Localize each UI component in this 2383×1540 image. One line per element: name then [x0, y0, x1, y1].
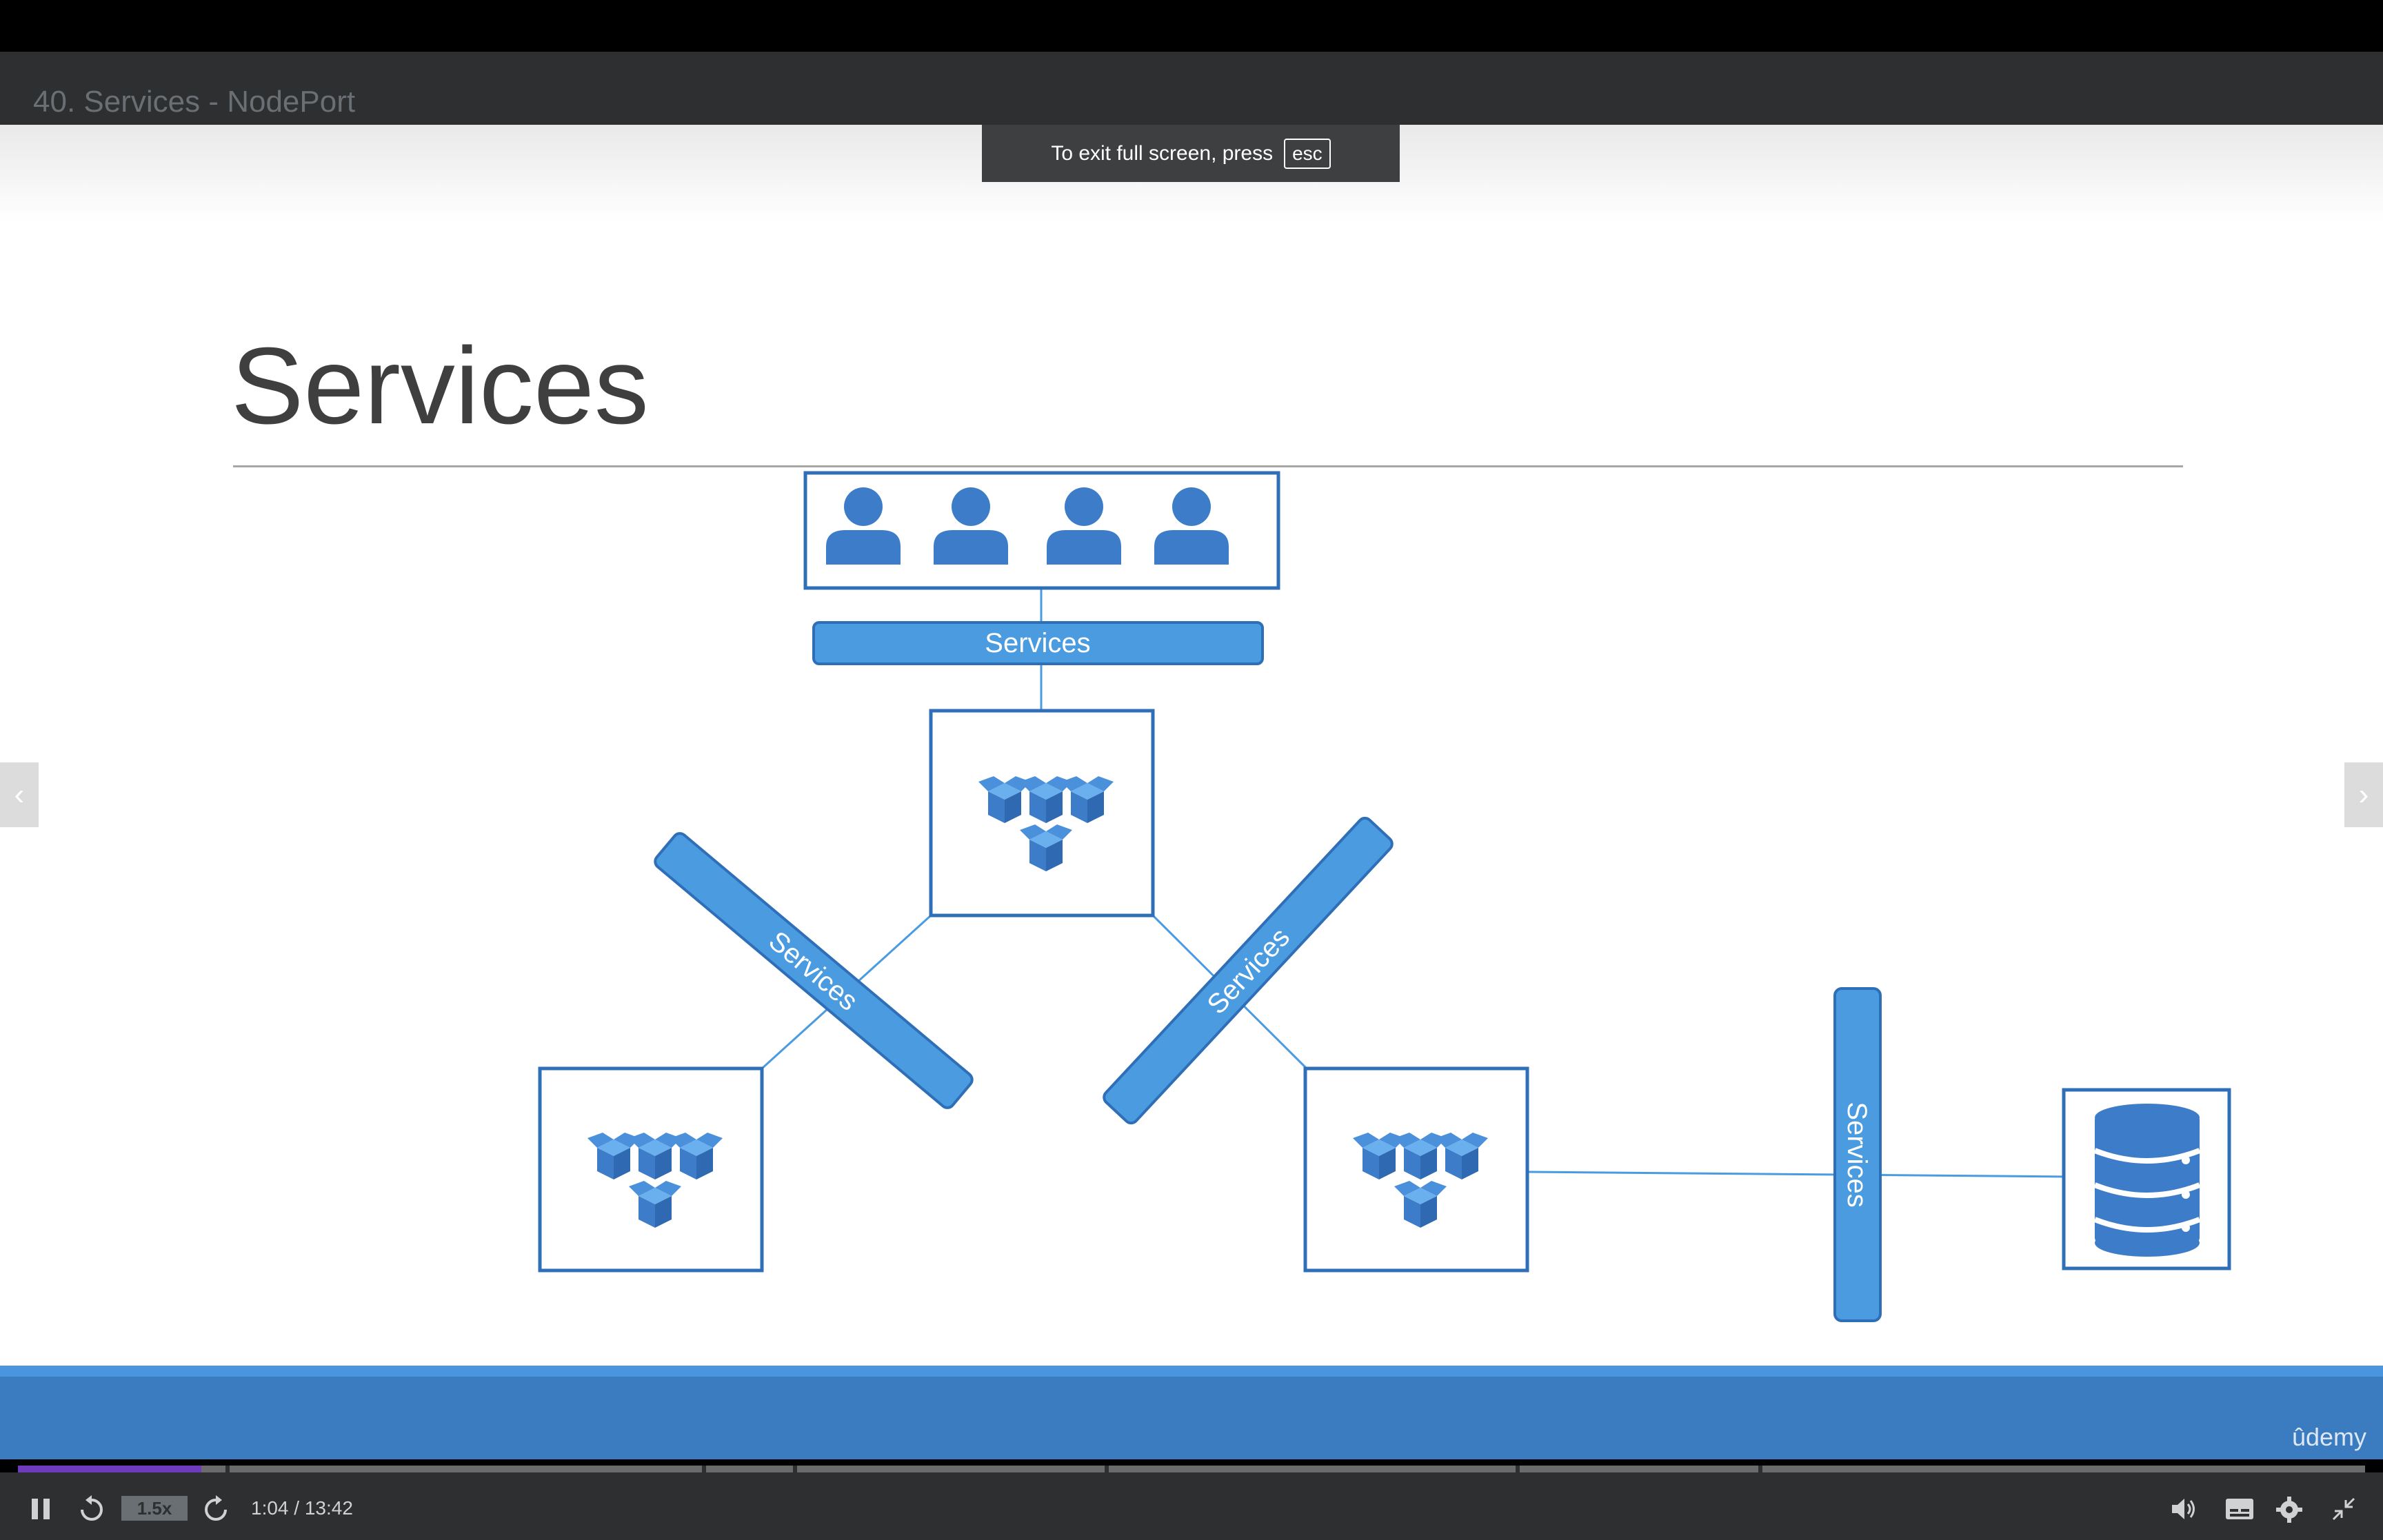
- chevron-left-icon: ‹: [14, 778, 25, 811]
- chevron-right-icon: ›: [2358, 778, 2369, 811]
- chapter-marker: [702, 1466, 706, 1472]
- next-lecture-button[interactable]: ›: [2344, 762, 2383, 827]
- chapter-marker: [1105, 1466, 1109, 1472]
- database-icon: [2093, 1104, 2201, 1257]
- chapter-marker: [225, 1466, 230, 1472]
- service-bar-db: [1833, 987, 1882, 1322]
- top-black-bar: [0, 0, 2383, 52]
- heading-divider: [233, 465, 2183, 467]
- forward-icon[interactable]: [201, 1495, 230, 1523]
- service-label-top: Services: [985, 628, 1090, 658]
- fullscreen-toast: To exit full screen, press esc: [982, 125, 1400, 182]
- bottom-accent-strip: [0, 1366, 2383, 1377]
- esc-key-badge: esc: [1284, 138, 1331, 169]
- service-bar-top: [812, 621, 1264, 665]
- chapter-marker: [1516, 1466, 1520, 1472]
- left-pods-box: [538, 1066, 764, 1273]
- fullscreen-toast-text: To exit full screen, press: [1051, 141, 1274, 165]
- progress-fill: [18, 1466, 201, 1472]
- service-label-db: Services: [1842, 1102, 1872, 1207]
- player-controls: [0, 1472, 2383, 1540]
- progress-track[interactable]: [18, 1466, 2365, 1472]
- settings-icon[interactable]: [2275, 1496, 2303, 1523]
- services-diagram: Services Services Services Services: [538, 471, 2231, 1322]
- lecture-title: 40. Services - NodePort: [33, 85, 356, 119]
- bottom-blue-bar: [0, 1377, 2383, 1459]
- exit-fullscreen-icon[interactable]: [2331, 1496, 2357, 1522]
- service-label-right: Services: [1201, 922, 1296, 1020]
- right-pods-box: [1303, 1066, 1529, 1273]
- time-display: 1:04 / 13:42: [251, 1497, 353, 1519]
- playback-rate-button[interactable]: 1.5x: [121, 1496, 188, 1521]
- chapter-marker: [793, 1466, 797, 1472]
- volume-icon[interactable]: [2171, 1496, 2198, 1522]
- captions-icon[interactable]: [2224, 1497, 2255, 1521]
- chapter-marker: [1758, 1466, 1762, 1472]
- udemy-logo: ûdemy: [2291, 1423, 2366, 1451]
- lecture-header: [0, 52, 2383, 125]
- rewind-icon[interactable]: [77, 1495, 106, 1523]
- slide-heading: Services: [231, 325, 649, 447]
- db-connector: [1527, 1171, 2069, 1178]
- pause-icon[interactable]: [30, 1497, 51, 1521]
- slide-canvas: Services: [0, 125, 2383, 1366]
- previous-lecture-button[interactable]: ‹: [0, 762, 39, 827]
